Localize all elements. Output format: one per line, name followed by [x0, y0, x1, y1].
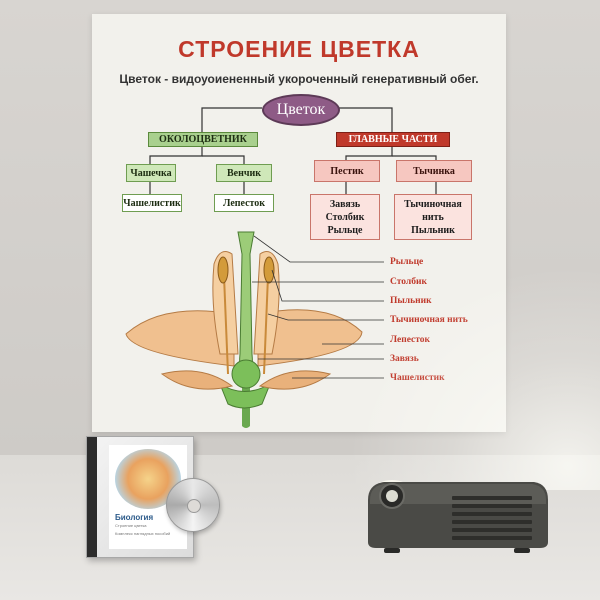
cd-title: Биология — [115, 513, 154, 522]
cd-case-spine — [87, 437, 97, 557]
ovary-text: Завязь — [329, 198, 361, 210]
label-stigma: Рыльце — [390, 257, 424, 267]
label-style: Столбик — [390, 277, 427, 287]
label-sepal: Чашелистик — [390, 373, 445, 383]
label-ovary: Завязь — [390, 354, 419, 364]
anther-text: Пыльник — [411, 224, 455, 236]
label-petal: Лепесток — [390, 335, 431, 345]
projector — [368, 480, 548, 553]
cd-disc — [166, 478, 220, 532]
cd-subtitle: Строение цветка — [115, 523, 147, 528]
pistil-parts-box: Завязь Столбик Рыльце — [310, 194, 380, 240]
stamen-box: Тычинка — [396, 160, 472, 182]
perianth-header: ОКОЛОЦВЕТНИК — [148, 132, 258, 147]
cd-disc-hole — [187, 499, 201, 513]
stamen-parts-box: Тычиночная нить Пыльник — [394, 194, 472, 240]
calyx-box: Чашечка — [126, 164, 176, 182]
main-parts-header: ГЛАВНЫЕ ЧАСТИ — [336, 132, 450, 147]
style-text: Столбик — [325, 211, 365, 223]
poster-title: СТРОЕНИЕ ЦВЕТКА — [178, 36, 420, 62]
label-filament: Тычиночная нить — [390, 315, 468, 325]
petal-box: Лепесток — [214, 194, 274, 212]
stigma-text: Рыльце — [327, 224, 363, 236]
filament-text-2: нить — [422, 211, 444, 223]
connector-lines — [125, 107, 437, 428]
cd-note: Комплекс наглядных пособий — [115, 531, 171, 536]
sepal-box: Чашелистик — [122, 194, 182, 212]
flower-drawing — [125, 231, 363, 428]
corolla-box: Венчик — [216, 164, 272, 182]
root-node-flower: Цветок — [262, 94, 340, 126]
pistil-box: Пестик — [314, 160, 380, 182]
label-anther: Пыльник — [390, 296, 432, 306]
filament-text-1: Тычиночная — [404, 198, 462, 210]
projection-screen: СТРОЕНИЕ ЦВЕТКА Цветок - видоуоиененный … — [92, 14, 506, 432]
poster-subtitle: Цветок - видоуоиененный укороченный гене… — [119, 72, 479, 86]
